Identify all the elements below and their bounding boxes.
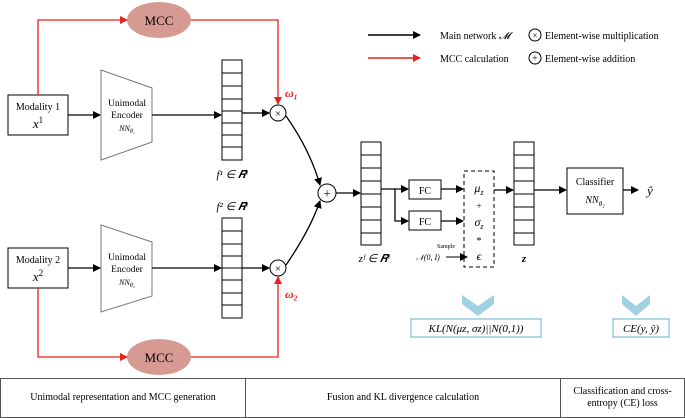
- zf-vector: [360, 141, 382, 246]
- encoder2-shape: [100, 224, 153, 313]
- legend-multiply-glyph: ×: [532, 31, 537, 41]
- modality2-var: x2: [32, 268, 43, 284]
- arrow-w2-fusion: [285, 200, 322, 266]
- classifier-box: [566, 167, 624, 215]
- kl-chevron-icon: [462, 295, 494, 316]
- ce-loss-box: [612, 318, 670, 338]
- mcc-bottom-label: MCC: [145, 350, 174, 365]
- legend-multiply-label: Element-wise multiplication: [545, 31, 659, 42]
- encoder2-label-line2: Encoder: [111, 265, 143, 275]
- legend-mcc-label: MCC calculation: [440, 54, 509, 65]
- plus-symbol: +: [476, 201, 481, 211]
- mcc-top-node: [127, 2, 191, 38]
- star-symbol: *: [477, 236, 482, 247]
- mcc-bottom-node: [127, 339, 191, 375]
- fc1-label: FC: [419, 186, 432, 197]
- modality2-label: Modality 2: [16, 255, 60, 266]
- caption-unimodal: Unimodal representation and MCC generati…: [0, 378, 246, 418]
- legend: Main network 𝓜 MCC calculation × Element…: [368, 28, 659, 65]
- encoder2-nn: NNθ₂: [118, 278, 135, 289]
- z-label: z: [521, 253, 527, 265]
- arrow-zf-fc2: [394, 189, 409, 225]
- encoder1-label-line2: Encoder: [111, 111, 143, 121]
- mcc-output-arrow-2: [191, 276, 282, 358]
- ce-loss-label: CE(y, ŷ): [623, 323, 659, 335]
- normal-dist-label: 𝒩(0, I): [416, 253, 440, 262]
- legend-add-glyph: +: [532, 54, 538, 65]
- output-yhat: ŷ: [645, 183, 653, 198]
- mcc-input-arrow-1: [37, 16, 128, 95]
- arrow-w1-fusion: [285, 115, 322, 186]
- sample-label: Sample: [437, 244, 455, 250]
- ce-chevron-icon: [622, 295, 650, 316]
- caption-classification: Classification and cross-entropy (CE) lo…: [560, 378, 685, 418]
- encoder1-label-line1: Unimodal: [108, 99, 146, 109]
- sigma-z-symbol: σz: [474, 215, 484, 231]
- f2-label: f² ∈ 𝑹ˡ: [217, 201, 248, 213]
- mcc-top-label: MCC: [145, 13, 174, 28]
- kl-loss-box: [410, 318, 542, 338]
- weight-w2-label: ω₂: [285, 287, 298, 301]
- multiply-glyph-2: ×: [275, 263, 281, 275]
- epsilon-symbol: ϵ: [477, 249, 483, 263]
- legend-main-network-label: Main network 𝓜: [440, 31, 514, 42]
- mu-z-symbol: μz: [473, 181, 484, 197]
- mcc-output-arrow-1: [191, 19, 282, 105]
- kl-loss-label: KL(N(μz, σz)||N(0,1)): [428, 323, 524, 335]
- zf-label: zᶠ ∈ 𝑹ˡ: [358, 253, 390, 265]
- legend-multiply-icon: [528, 28, 542, 42]
- legend-add-label: Element-wise addition: [545, 54, 635, 65]
- add-glyph: +: [323, 186, 330, 201]
- modality1-label: Modality 1: [16, 102, 60, 113]
- reparam-box: [463, 170, 495, 268]
- encoder1-shape: [100, 69, 153, 161]
- classifier-nn: NNθ₂: [584, 195, 605, 208]
- f1-vector: [221, 59, 243, 161]
- architecture-diagram: Main network 𝓜 MCC calculation × Element…: [7, 2, 670, 375]
- multiply-glyph-1: ×: [275, 108, 281, 120]
- modality1-var: x1: [32, 115, 43, 131]
- encoder1-nn: NNθ₁: [118, 124, 135, 135]
- mcc-input-arrow-2: [37, 288, 128, 361]
- f1-label: f¹ ∈ 𝑹ˡ: [217, 169, 248, 181]
- caption-fusion: Fusion and KL divergence calculation: [245, 378, 561, 418]
- legend-add-icon: [528, 51, 542, 65]
- fc2-label: FC: [419, 217, 432, 228]
- f2-vector: [221, 217, 243, 319]
- multiply-node-1: [269, 104, 287, 122]
- weight-w1-label: ω₁: [285, 86, 298, 100]
- classifier-label: Classifier: [576, 177, 615, 188]
- encoder2-label-line1: Unimodal: [108, 253, 146, 263]
- caption-row: Unimodal representation and MCC generati…: [0, 378, 685, 418]
- z-vector: [513, 141, 535, 246]
